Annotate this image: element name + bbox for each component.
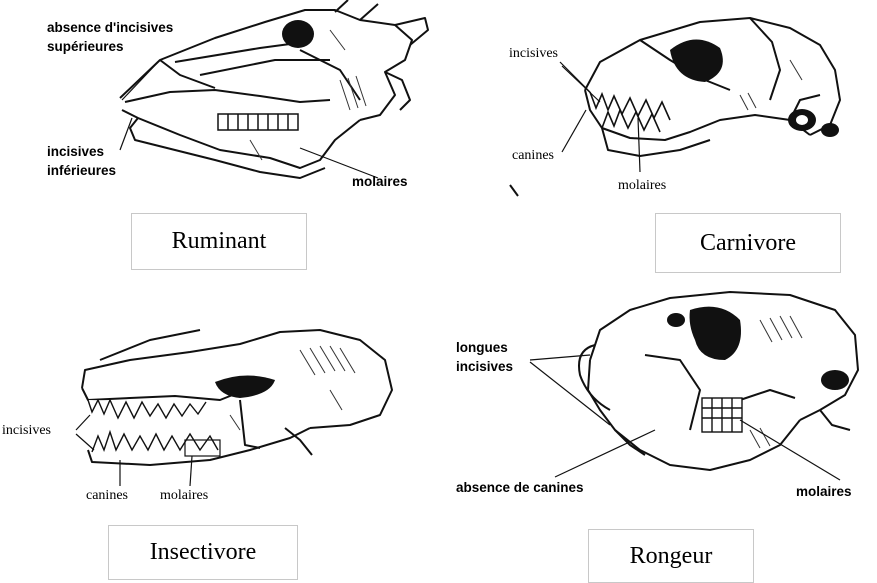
carnivore-panel: incisives canines molaires Carnivore — [490, 0, 877, 280]
ruminant-panel: absence d'incisives supérieures incisive… — [0, 0, 430, 280]
ruminant-label-upper-incisors-absent-line2: supérieures — [47, 37, 173, 56]
ruminant-label-lower-incisors-line2: inférieures — [47, 161, 116, 180]
insectivore-caption: Insectivore — [108, 525, 298, 580]
rongeur-label-long-incisors-line1: longues — [456, 338, 513, 357]
ruminant-label-lower-incisors-line1: incisives — [47, 142, 116, 161]
ruminant-label-upper-incisors-absent-line1: absence d'incisives — [47, 18, 173, 37]
insectivore-label-canines: canines — [86, 488, 128, 504]
carnivore-skull-drawing — [490, 0, 877, 200]
insectivore-label-molars: molaires — [160, 488, 208, 504]
ruminant-label-upper-incisors-absent: absence d'incisives supérieures — [47, 18, 173, 56]
rongeur-skull-drawing — [440, 280, 877, 510]
rongeur-label-long-incisors: longues incisives — [456, 338, 513, 376]
insectivore-label-incisors: incisives — [2, 423, 51, 439]
ruminant-caption: Ruminant — [131, 213, 307, 270]
rongeur-caption: Rongeur — [588, 529, 754, 583]
ruminant-label-lower-incisors: incisives inférieures — [47, 142, 116, 180]
insectivore-skull-drawing — [0, 300, 430, 510]
rongeur-label-molars: molaires — [796, 484, 852, 500]
rongeur-label-long-incisors-line2: incisives — [456, 357, 513, 376]
carnivore-label-molars: molaires — [618, 178, 666, 194]
rongeur-panel: longues incisives absence de canines mol… — [440, 280, 877, 583]
carnivore-label-incisors: incisives — [509, 46, 558, 62]
rongeur-label-canines-absent: absence de canines — [456, 480, 584, 496]
carnivore-label-canines: canines — [512, 148, 554, 164]
carnivore-caption: Carnivore — [655, 213, 841, 273]
ruminant-label-molars: molaires — [352, 174, 408, 190]
insectivore-panel: incisives canines molaires Insectivore — [0, 300, 430, 583]
